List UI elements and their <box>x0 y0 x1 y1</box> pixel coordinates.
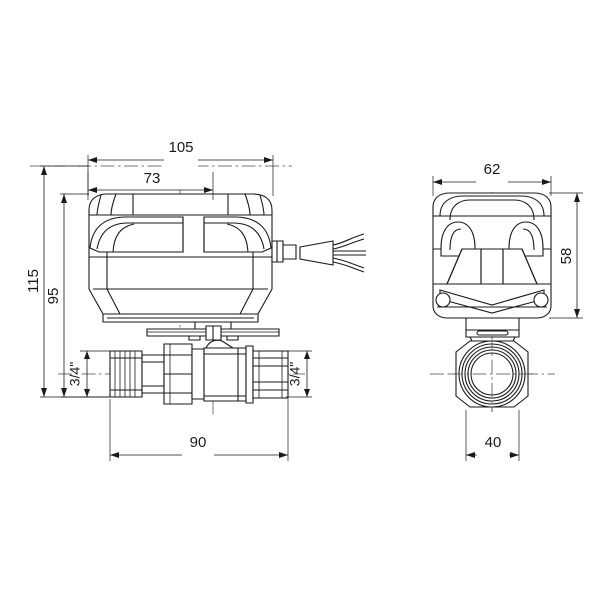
arrow-73-right <box>204 187 213 193</box>
dimtext-40-bg <box>477 444 509 464</box>
end-view-bracket <box>465 317 520 344</box>
arrow-95-top <box>61 194 67 203</box>
valve-main-body <box>203 347 247 402</box>
arrow-thread-right-bottom <box>304 389 310 397</box>
arrow-105-right <box>264 157 273 163</box>
actuator-outer-profile <box>88 193 273 315</box>
arrow-40-right <box>510 452 519 458</box>
cable-wire-1-lower <box>332 238 365 250</box>
valve-endcap-flange <box>245 345 254 404</box>
actuator-rib-left-a <box>96 194 102 216</box>
cable-stub <box>282 244 297 260</box>
end-view-valve-port <box>449 336 535 412</box>
side-view-group: 105 73 115 95 <box>25 139 366 464</box>
valve-collar <box>191 348 205 400</box>
actuator-louvre-right-edge <box>226 223 249 253</box>
actuator-rib-right-b <box>244 193 251 216</box>
end-view-group: 62 58 40 <box>430 161 583 464</box>
dimension-label-thread-right: 3/4" <box>287 362 303 386</box>
cable-wire-3-upper <box>332 257 365 269</box>
end-actuator-lid-arc <box>439 195 545 217</box>
dimension-label-40: 40 <box>485 434 502 451</box>
end-wedge-right-diag <box>521 248 538 285</box>
arrow-95-bottom <box>61 388 67 397</box>
arrow-thread-left-bottom <box>84 389 90 397</box>
dimension-label-58: 58 <box>558 248 575 265</box>
end-bracket-slot <box>476 330 509 336</box>
dimension-label-105: 105 <box>168 139 193 156</box>
arrow-105-left <box>88 157 97 163</box>
bracket-foot-right <box>226 335 239 341</box>
arrow-90-left <box>110 452 119 458</box>
arrow-58-bottom <box>574 309 580 318</box>
actuator-housing <box>88 193 273 323</box>
arrow-62-right <box>542 179 551 185</box>
dimension-label-thread-left: 3/4" <box>67 362 83 386</box>
end-actuator-lid-inner-arc <box>449 199 535 221</box>
end-boss-right <box>533 292 549 308</box>
cable-sheath <box>299 240 334 266</box>
dimension-label-115: 115 <box>25 269 42 293</box>
actuator-rib-right-a <box>259 194 265 216</box>
end-wedge-left-diag <box>446 248 463 285</box>
valve-shoulder-left <box>141 354 165 394</box>
arrow-58-top <box>574 193 580 202</box>
arrow-62-left <box>433 179 442 185</box>
actuator-rib-left-b <box>110 193 117 216</box>
actuator-louvre-left-inner <box>96 222 183 250</box>
bracket-foot-left <box>188 335 201 341</box>
valve-male-thread <box>109 350 143 398</box>
end-view-dimensions: 62 58 40 <box>432 161 583 464</box>
dimtext-73-bg <box>138 170 166 188</box>
dimension-label-73: 73 <box>144 170 161 187</box>
dimension-label-62: 62 <box>484 161 501 178</box>
dimtext-62-bg <box>476 172 508 192</box>
arrow-thread-right-top <box>304 351 310 359</box>
dimtext-90-bg <box>182 444 214 464</box>
actuator-chamfer-left <box>106 288 121 315</box>
end-louvre-right-inner <box>522 228 535 251</box>
actuator-chamfer-right <box>239 288 254 315</box>
side-view-dimensions: 105 73 115 95 <box>25 139 312 464</box>
cable-wire-3-lower <box>332 261 365 273</box>
actuator-louvre-right-inner <box>204 222 265 250</box>
cable-wire-1-upper <box>332 233 365 246</box>
ball-valve-body <box>109 339 289 405</box>
actuator-louvre-left <box>89 216 184 253</box>
arrow-40-left <box>466 452 475 458</box>
arrow-115-top <box>41 166 47 175</box>
arrow-73-left <box>88 187 97 193</box>
arrow-115-bottom <box>41 388 47 397</box>
dimtext-105-bg <box>164 150 198 170</box>
arrow-thread-left-top <box>84 351 90 359</box>
end-louvre-left-inner <box>449 228 462 251</box>
cable-assembly <box>271 233 366 273</box>
mounting-bracket <box>146 321 280 341</box>
valve-stem-boss <box>205 339 235 349</box>
arrow-90-right <box>279 452 288 458</box>
actuator-louvre-left-edge <box>112 223 135 253</box>
dimension-label-90: 90 <box>190 434 207 451</box>
end-boss-left <box>435 292 451 308</box>
end-view-actuator <box>432 192 552 319</box>
dimension-label-95: 95 <box>45 288 62 305</box>
